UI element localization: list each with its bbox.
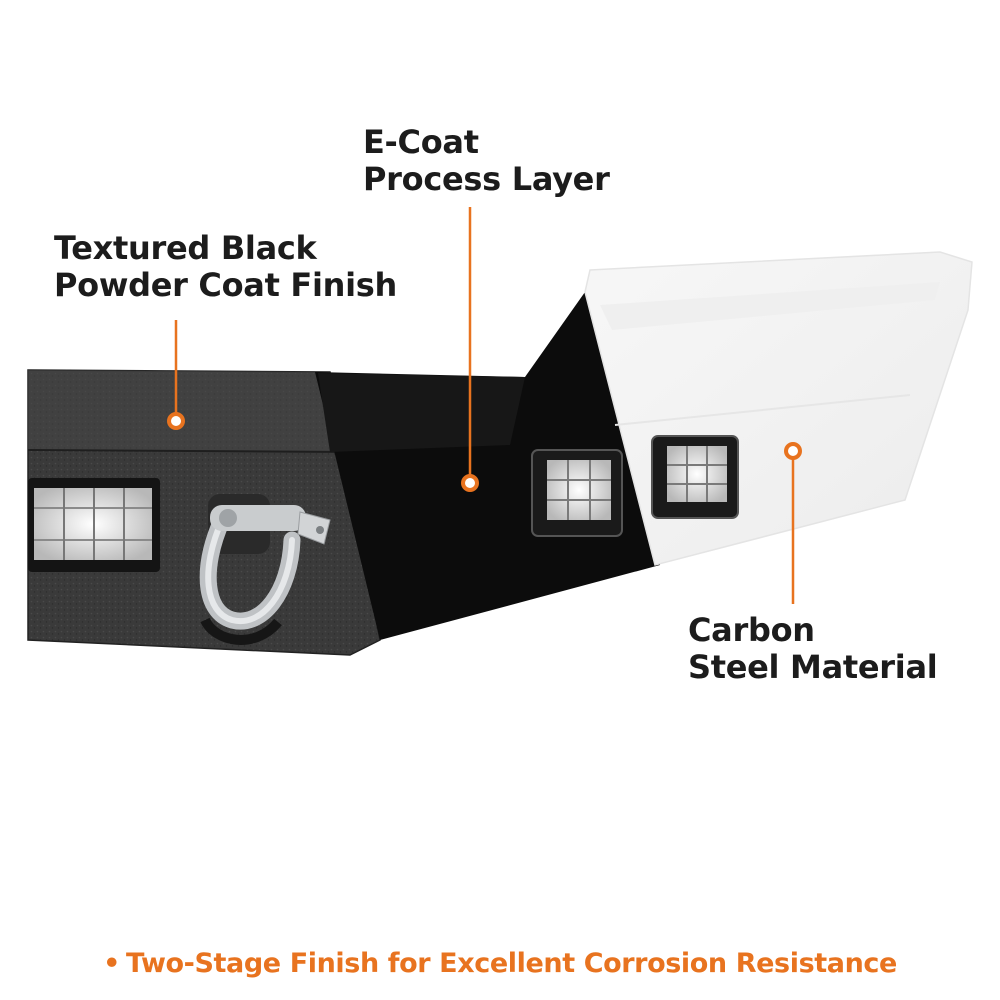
label-powder-coat: Textured Black Powder Coat Finish bbox=[54, 230, 397, 304]
cube-light-left bbox=[531, 449, 623, 537]
label-powder-coat-line1: Textured Black bbox=[54, 229, 317, 267]
led-light-bar bbox=[28, 478, 160, 572]
label-powder-coat-line2: Powder Coat Finish bbox=[54, 266, 398, 304]
label-ecoat: E-Coat Process Layer bbox=[363, 124, 610, 198]
callout-powder-coat bbox=[167, 320, 185, 430]
label-ecoat-line2: Process Layer bbox=[363, 160, 610, 198]
ecoat-section bbox=[315, 292, 660, 640]
footer-caption: •Two-Stage Finish for Excellent Corrosio… bbox=[0, 948, 1000, 979]
label-ecoat-line1: E-Coat bbox=[363, 123, 479, 161]
label-carbon-steel-line2: Steel Material bbox=[688, 648, 938, 686]
footer-bullet: • bbox=[103, 948, 120, 979]
marker-dot-powder-coat bbox=[167, 412, 185, 430]
callout-carbon-steel bbox=[784, 442, 802, 604]
label-carbon-steel-line1: Carbon bbox=[688, 611, 815, 649]
footer-text: Two-Stage Finish for Excellent Corrosion… bbox=[125, 948, 897, 979]
carbon-steel-section bbox=[584, 251, 973, 566]
d-ring-shackle bbox=[199, 494, 331, 645]
label-carbon-steel: Carbon Steel Material bbox=[688, 611, 938, 686]
marker-dot-ecoat bbox=[461, 474, 479, 492]
callout-ecoat bbox=[461, 207, 479, 492]
marker-dot-carbon-steel bbox=[784, 442, 802, 460]
cube-light-right bbox=[651, 435, 739, 519]
